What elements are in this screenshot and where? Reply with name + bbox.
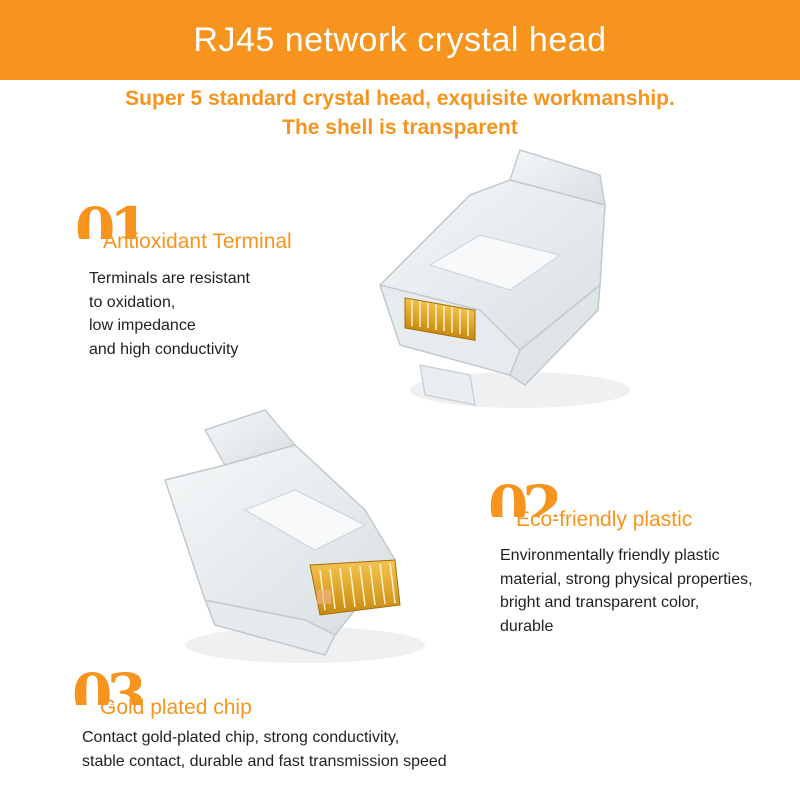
feature-eco-friendly-plastic: 02 Eco-friendly plastic Environmentally … [488, 477, 753, 638]
description-line: material, strong physical properties, [500, 570, 753, 588]
feature-title: Gold plated chip [100, 696, 252, 719]
description-line: stable contact, durable and fast transmi… [82, 752, 447, 770]
feature-antioxidant-terminal: 01 Antioxidant Terminal Terminals are re… [75, 199, 292, 361]
feature-description: Terminals are resistant to oxidation, lo… [89, 267, 250, 361]
banner-title: RJ45 network crystal head [193, 20, 607, 59]
feature-gold-plated-chip: 03 Gold plated chip Contact gold-plated … [72, 665, 447, 773]
feature-description: Contact gold-plated chip, strong conduct… [82, 726, 447, 773]
feature-title: Eco-friendly plastic [516, 508, 693, 531]
description-line: durable [500, 617, 554, 635]
subtitle-line-2: The shell is transparent [282, 116, 518, 139]
header-banner: RJ45 network crystal head [0, 0, 800, 80]
subtitle-line-1: Super 5 standard crystal head, exquisite… [125, 87, 675, 110]
description-line: Environmentally friendly plastic [500, 547, 720, 564]
description-line: and high conductivity [89, 340, 239, 358]
rj45-connector-image-top [378, 149, 630, 408]
feature-description: Environmentally friendly plastic materia… [500, 544, 753, 638]
description-line: bright and transparent color, [500, 594, 700, 611]
description-line: to oxidation, [89, 293, 176, 311]
description-line: low impedance [89, 317, 196, 334]
feature-number-02: 02 [488, 477, 557, 517]
description-line: Terminals are resistant [89, 270, 250, 287]
feature-number-01: 01 [75, 199, 144, 239]
rj45-connector-image-middle [164, 409, 425, 663]
feature-number-03: 03 [72, 665, 141, 705]
description-line: Contact gold-plated chip, strong conduct… [82, 729, 400, 746]
feature-title: Antioxidant Terminal [103, 230, 292, 253]
